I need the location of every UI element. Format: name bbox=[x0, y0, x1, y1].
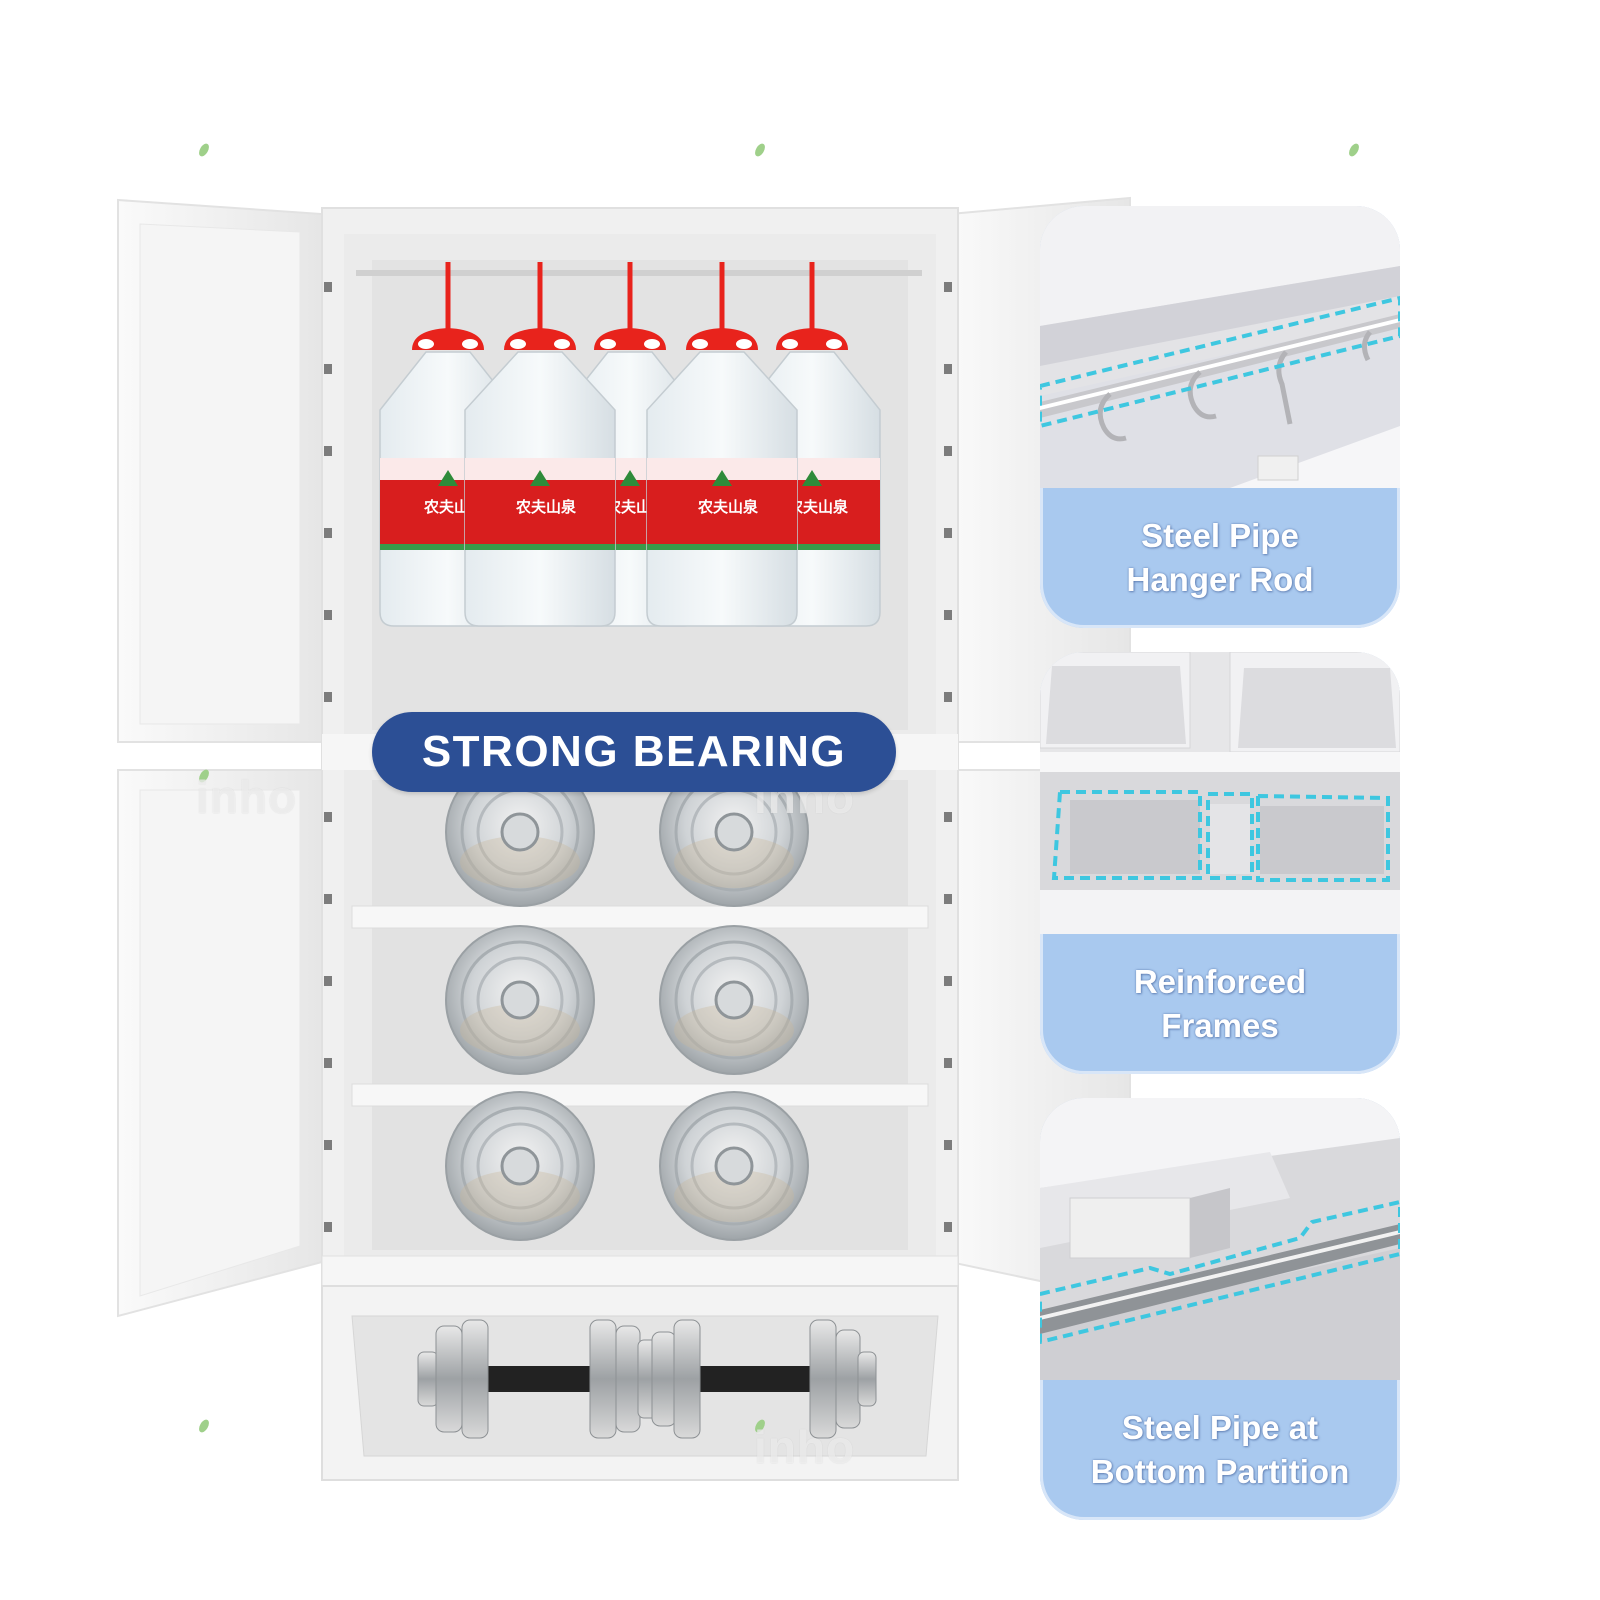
water-bottles: 农夫山泉农夫山泉农夫山泉农夫山泉农夫山泉 bbox=[379, 262, 881, 627]
feature-caption: Steel Pipe at Bottom Partition bbox=[1040, 1380, 1400, 1520]
feature-caption-text: Reinforced Frames bbox=[1133, 963, 1307, 1044]
weight-plate bbox=[445, 925, 595, 1075]
strong-bearing-badge: STRONG BEARING bbox=[372, 712, 896, 792]
left-upper-door bbox=[117, 198, 323, 743]
weight-plate bbox=[659, 757, 809, 907]
hanger-rod-closeup-image bbox=[1040, 206, 1400, 488]
feature-caption: Reinforced Frames bbox=[1040, 934, 1400, 1074]
feature-card-bottom-partition: Steel Pipe at Bottom Partition bbox=[1040, 1098, 1400, 1520]
dumbbells bbox=[417, 1319, 877, 1439]
left-lower-door bbox=[117, 769, 323, 1318]
watermark-text: inho bbox=[754, 1421, 856, 1473]
water-bottle: 农夫山泉 bbox=[646, 262, 798, 627]
water-bottle: 农夫山泉 bbox=[464, 262, 616, 627]
reinforced-frame-closeup-image bbox=[1040, 652, 1400, 934]
weight-plate bbox=[659, 925, 809, 1075]
feature-card-hanger-rod: Steel Pipe Hanger Rod bbox=[1040, 206, 1400, 628]
weight-plate bbox=[659, 1091, 809, 1241]
weight-plates bbox=[445, 757, 809, 1241]
feature-caption-text: Steel Pipe Hanger Rod bbox=[1126, 517, 1314, 598]
bottle-label-text: 农夫山泉 bbox=[787, 498, 849, 516]
watermark-text: inho bbox=[196, 771, 298, 823]
feature-caption: Steel Pipe Hanger Rod bbox=[1040, 488, 1400, 628]
bottle-label-text: 农夫山泉 bbox=[697, 498, 759, 516]
leaf-marks bbox=[199, 143, 1359, 1433]
bottle-label-text: 农夫山泉 bbox=[515, 498, 577, 516]
feature-card-reinforced-frames: Reinforced Frames bbox=[1040, 652, 1400, 1074]
feature-caption-text: Steel Pipe at Bottom Partition bbox=[1090, 1409, 1350, 1490]
weight-plate bbox=[445, 1091, 595, 1241]
bottom-partition-closeup-image bbox=[1040, 1098, 1400, 1380]
